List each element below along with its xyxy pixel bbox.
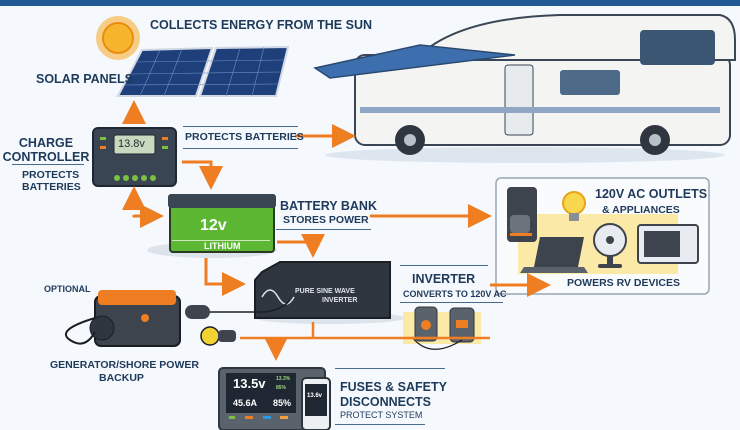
battery-monitor-icon (218, 367, 331, 430)
label-powers-rv-devices: POWERS RV DEVICES (567, 277, 680, 289)
label-solar-panels: SOLAR PANELS (36, 72, 133, 86)
label-converts-120v: CONVERTS TO 120V AC (403, 289, 507, 299)
monitor-voltage: 13.5v (233, 376, 266, 391)
charge-controller-icon (92, 127, 177, 187)
coffee-maker-icon (507, 187, 537, 242)
label-generator-shore: GENERATOR/SHORE POWER (50, 359, 199, 371)
generator-icon (64, 290, 291, 347)
sun-icon (96, 16, 140, 60)
label-disconnects: DISCONNECTS (340, 395, 431, 409)
label-protects-batteries: PROTECTS BATTERIES (185, 131, 304, 143)
label-optional: OPTIONAL (44, 284, 91, 294)
fuse-disconnect-icon (403, 306, 481, 350)
label-inverter: INVERTER (412, 272, 476, 286)
label-stores-power: STORES POWER (283, 214, 369, 226)
appliances-panel (495, 177, 710, 295)
label-fuses-safety: FUSES & SAFETY (340, 380, 447, 394)
solar-panels-icon (116, 45, 290, 97)
label-controller-protects: PROTECTS BATTERIES (22, 169, 81, 194)
battery-type: LITHIUM (204, 241, 241, 251)
battery-icon (147, 194, 277, 258)
microwave-icon (637, 224, 699, 264)
light-bulb-icon (562, 191, 586, 221)
header-band (0, 0, 740, 6)
monitor-small-2: 85% (276, 385, 287, 391)
label-collects-energy: COLLECTS ENERGY FROM THE SUN (150, 18, 373, 32)
monitor-small-1: 13.3% (276, 376, 291, 382)
label-charge-controller: CHARGE CONTROLLER (2, 136, 90, 165)
label-120v-outlets: 120V AC OUTLETS (595, 187, 708, 201)
inverter-label-1: PURE SINE WAVE (295, 288, 355, 295)
laptop-icon (520, 237, 588, 273)
phone-display: 13.6v (307, 393, 323, 399)
label-protect-system: PROTECT SYSTEM (340, 410, 423, 420)
label-appliances: & APPLIANCES (602, 204, 680, 216)
inverter-icon (254, 261, 405, 324)
controller-display: 13.8v (118, 138, 145, 150)
label-battery-bank: BATTERY BANK (280, 199, 377, 213)
fan-icon (593, 223, 627, 268)
monitor-current: 45.6A (233, 398, 258, 408)
rv-icon (313, 14, 736, 163)
flow-arrows (122, 100, 551, 361)
inverter-label-2: INVERTER (322, 297, 358, 304)
label-backup: BACKUP (99, 372, 144, 384)
monitor-soc: 85% (273, 398, 292, 408)
battery-voltage: 12v (200, 217, 227, 234)
